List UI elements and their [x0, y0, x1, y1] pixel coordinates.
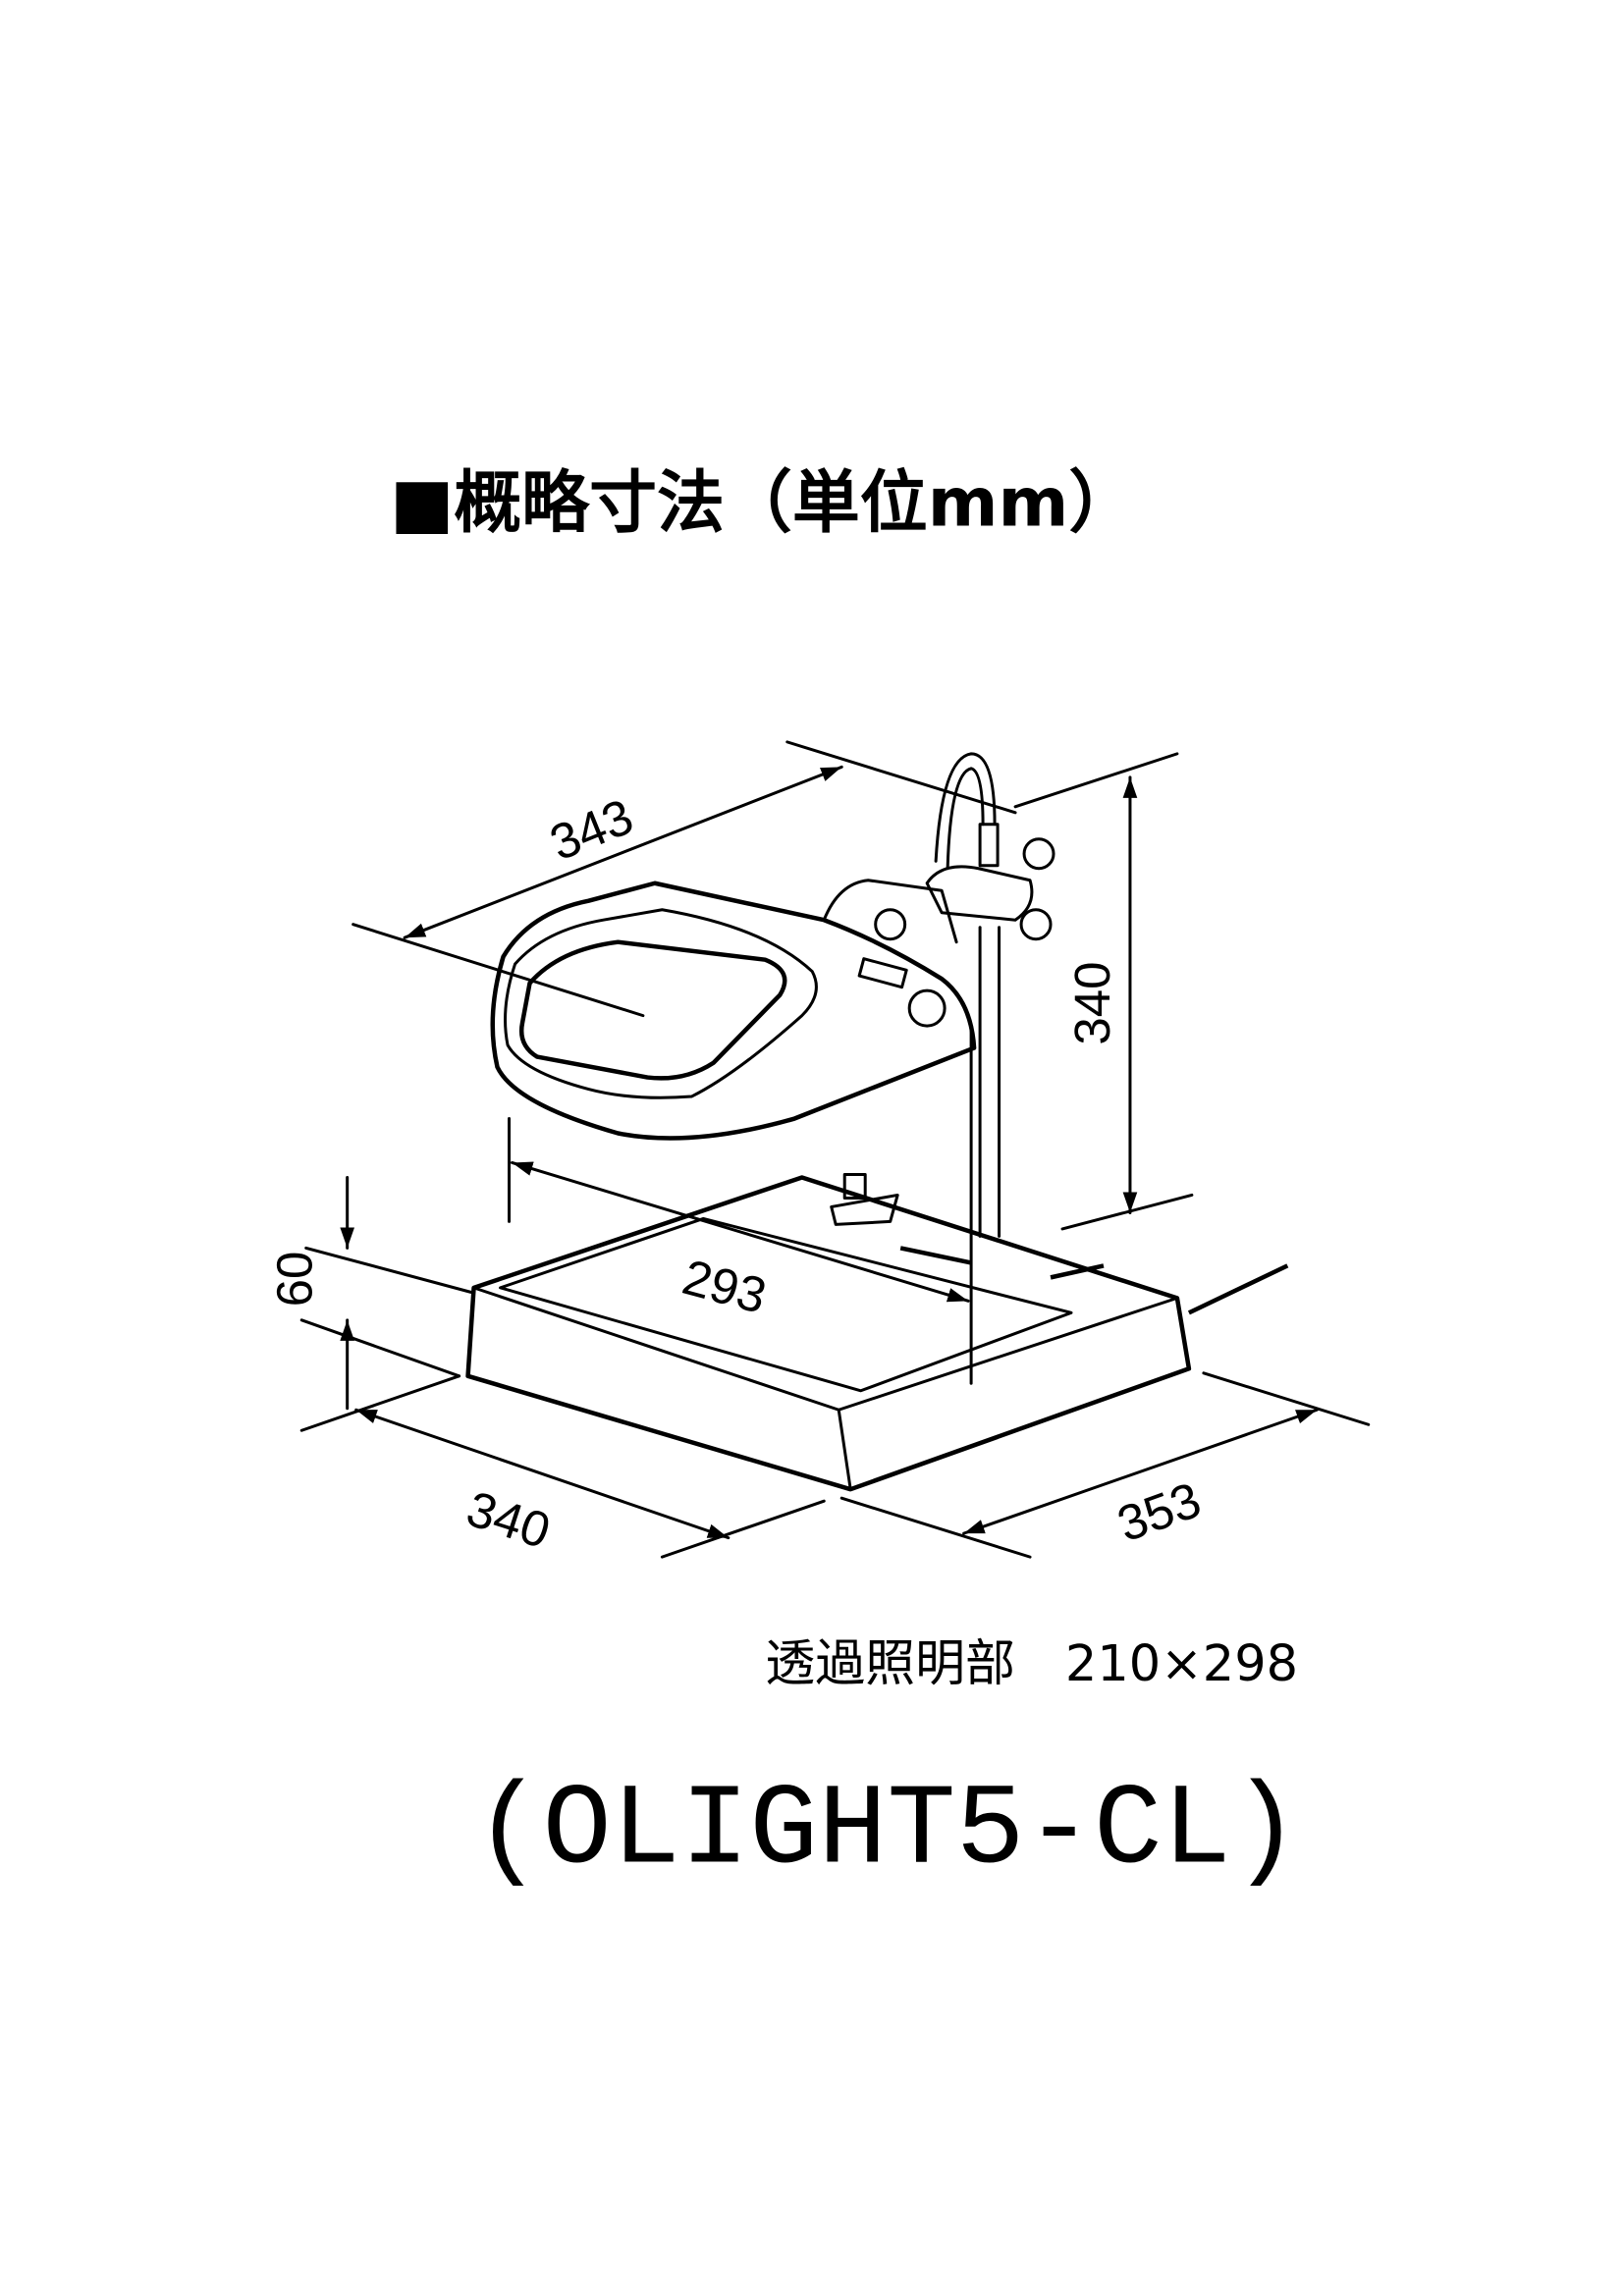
dimension-arm-reach: 293 — [508, 1117, 970, 1324]
power-cord — [1187, 1263, 1289, 1315]
page-title: ■概略寸法（単位mm） — [390, 464, 1136, 543]
svg-text:293: 293 — [677, 1249, 773, 1324]
illumination-area-note: 透過照明部 210×298 — [765, 1635, 1298, 1693]
magnifier-lamp-head — [352, 879, 977, 1141]
dimension-height: 340 — [1013, 752, 1194, 1231]
svg-text:60: 60 — [267, 1252, 323, 1308]
base — [465, 1172, 1289, 1492]
model-name: (OLIGHT5-CL) — [474, 1767, 1301, 1896]
svg-text:340: 340 — [460, 1480, 557, 1559]
svg-text:340: 340 — [1064, 962, 1120, 1045]
dimension-base-height: 60 — [267, 1175, 473, 1411]
svg-text:353: 353 — [1110, 1471, 1208, 1553]
svg-text:343: 343 — [542, 788, 640, 872]
lens-centerline — [352, 923, 645, 1018]
lamp-stand — [874, 752, 1055, 1385]
dimension-lens-width: 343 — [403, 740, 1017, 939]
